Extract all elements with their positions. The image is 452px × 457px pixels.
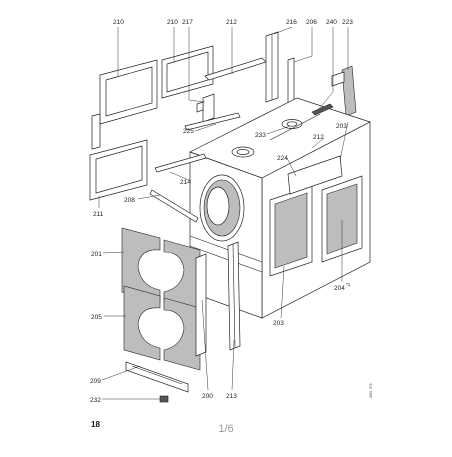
callout-208: 208	[124, 197, 135, 204]
callout-210-a: 210	[113, 19, 124, 26]
part-200-post	[195, 253, 207, 357]
part-223-bracket	[331, 65, 357, 117]
callout-240: 240	[326, 19, 337, 26]
part-201-front-panel	[121, 227, 201, 313]
callout-210-b: 210	[167, 19, 178, 26]
callout-224: 224	[277, 155, 288, 162]
part-210-panel-left	[91, 59, 158, 150]
part-208-base-rail	[149, 189, 199, 223]
callout-205: 205	[91, 314, 102, 321]
part-203-drum-shell-right	[321, 175, 363, 263]
part-209-bottom-rail	[125, 361, 189, 393]
part-232-clip	[159, 395, 169, 403]
part-214-rail	[154, 153, 207, 173]
callout-203-a: 203	[336, 123, 347, 130]
part-224-drum-shell	[287, 155, 343, 195]
callout-labels: 210 210 217 212 216 206 240 223 225 233 …	[90, 19, 353, 404]
part-211-panel	[89, 139, 148, 201]
callout-200: 200	[202, 393, 213, 400]
part-217-bracket	[196, 93, 215, 123]
callout-217: 217	[182, 19, 193, 26]
part-213-post	[227, 241, 241, 351]
callout-213: 213	[226, 393, 237, 400]
callout-211: 211	[93, 211, 104, 218]
callout-232: 232	[90, 397, 101, 404]
callout-201: 201	[91, 251, 102, 258]
page-number: 18	[91, 420, 100, 429]
callout-212-a: 212	[226, 19, 237, 26]
drawing-reference: 0851 376	[369, 383, 373, 398]
callout-206: 206	[306, 19, 317, 26]
callout-203-b: 203	[273, 320, 284, 327]
part-203-drum-shell-left	[269, 185, 313, 277]
part-216-post	[265, 31, 279, 103]
callout-233: 233	[255, 132, 266, 139]
pager-indicator: 1/6	[218, 423, 233, 435]
leader-lines	[98, 26, 349, 400]
part-205-rear-panel	[123, 285, 201, 371]
callout-209: 209	[90, 378, 101, 385]
callout-216: 216	[286, 19, 297, 26]
part-225-strut	[184, 112, 241, 131]
callout-223: 223	[342, 19, 353, 26]
callout-204-superscript: *1	[346, 282, 351, 287]
part-210-panel-right	[161, 45, 214, 99]
callout-212-b: 212	[313, 134, 324, 141]
callout-214: 214	[180, 179, 191, 186]
callout-204: 204	[334, 285, 345, 292]
callout-225: 225	[183, 128, 194, 135]
part-212-top-rail	[204, 57, 267, 81]
